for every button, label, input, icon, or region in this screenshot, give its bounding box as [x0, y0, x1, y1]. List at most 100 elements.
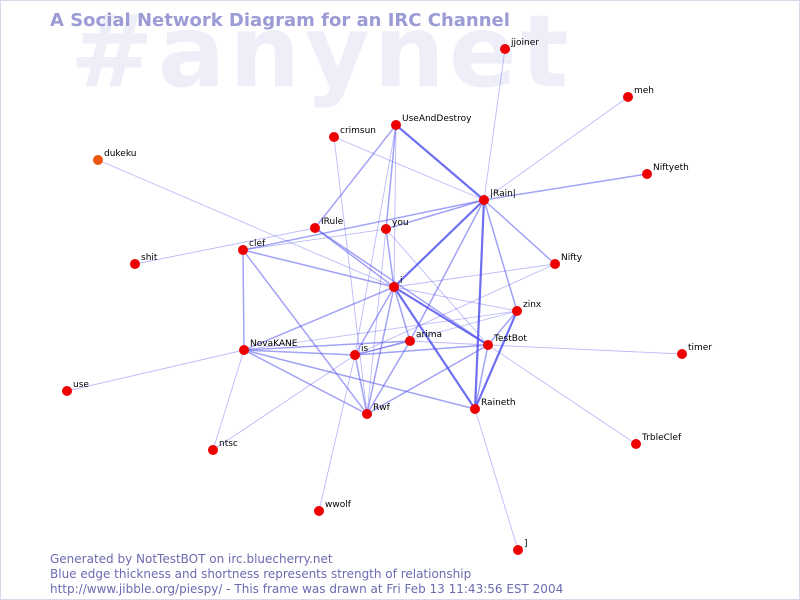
edge-NovaKANE-is [243, 349, 356, 356]
node-wwolf[interactable]: wwolf [314, 500, 352, 516]
edge-Nifty-i [393, 263, 556, 288]
node-IRule[interactable]: IRule [310, 217, 344, 233]
edge-clef-NovaKANE [242, 249, 245, 351]
edge-IRule-TestBot [314, 227, 489, 346]
edge-i-NovaKANE [243, 286, 395, 351]
node-Niftyeth[interactable]: Niftyeth [642, 163, 689, 179]
node-timer[interactable]: timer [677, 343, 712, 359]
edge-zinx-TestBot [487, 310, 518, 346]
edge-i-arima [393, 286, 411, 342]
edge-Rain-clef [242, 199, 485, 251]
node-dot [62, 386, 72, 396]
edge-TestBot-Raineth [474, 344, 489, 410]
node-jjoiner[interactable]: jjoiner [500, 38, 539, 54]
node-label: wwolf [325, 500, 352, 510]
node-dot [350, 350, 360, 360]
node-dot [130, 259, 140, 269]
node-Rwf[interactable]: Rwf [362, 403, 391, 419]
node-arima[interactable]: arima [405, 330, 442, 346]
node-label: Niftyeth [653, 163, 689, 173]
node-UseAndDestroy[interactable]: UseAndDestroy [391, 114, 472, 130]
edge-UseAndDestroy-is [354, 124, 397, 356]
node-clef[interactable]: clef [238, 239, 266, 255]
channel-watermark: #anynet [70, 0, 573, 110]
node-dukeku[interactable]: dukeku [93, 149, 136, 165]
edge-arima-Rwf [366, 340, 411, 415]
footer-legend-note: Blue edge thickness and shortness repres… [50, 567, 472, 581]
node-label: TestBot [493, 334, 527, 344]
node-dot [550, 259, 560, 269]
node-label: dukeku [104, 149, 136, 159]
node-Nifty[interactable]: Nifty [550, 253, 583, 269]
edge-crimsun-Rain [333, 136, 485, 201]
edge-you-i [385, 228, 395, 288]
edge-TestBot-Rwf [366, 344, 489, 415]
node-bracket[interactable]: ] [513, 539, 528, 555]
edge-meh-Rain [483, 96, 629, 201]
node-dot [479, 195, 489, 205]
node-dot [381, 224, 391, 234]
node-dot [483, 340, 493, 350]
node-zinx[interactable]: zinx [512, 300, 542, 316]
node-dot [500, 44, 510, 54]
node-is[interactable]: is [350, 344, 369, 360]
node-label: TrbleClef [641, 433, 682, 443]
edge-jjoiner-Rain [483, 48, 506, 201]
node-label: arima [416, 330, 442, 340]
edge-Rain-zinx [483, 199, 518, 312]
node-dot [238, 245, 248, 255]
edge-UseAndDestroy-Rain [395, 124, 485, 201]
edge-zinx-Raineth [473, 310, 519, 410]
edge-Rain-i [393, 199, 485, 288]
node-you[interactable]: you [381, 218, 409, 234]
edge-Rain-Nifty [483, 199, 556, 265]
edge-Niftyeth-Rain [483, 173, 648, 201]
node-dot [389, 282, 399, 292]
node-dot [362, 409, 372, 419]
node-Raineth[interactable]: Raineth [470, 398, 516, 414]
edge-Rain-arima [409, 199, 485, 342]
node-Rain[interactable]: |Rain| [479, 189, 516, 205]
node-TestBot[interactable]: TestBot [483, 334, 527, 350]
node-dot [405, 336, 415, 346]
node-shit[interactable]: shit [130, 253, 158, 269]
edge-Nifty-is [354, 263, 556, 356]
node-i[interactable]: i [389, 276, 403, 292]
node-label: use [73, 380, 89, 390]
node-dot [623, 92, 633, 102]
edge-dukeku-i [97, 159, 395, 288]
edge-Rain-you [385, 199, 485, 230]
edge-NovaKANE-ntsc [212, 349, 245, 451]
node-label: Nifty [561, 253, 583, 263]
edge-arima-is [354, 340, 411, 356]
edge-arima-TestBot [409, 340, 489, 346]
edge-i-Rwf [366, 286, 395, 415]
edge-is-Rwf [354, 354, 368, 415]
node-dot [512, 306, 522, 316]
node-label: you [392, 218, 409, 228]
edge-Raineth-bracket [474, 408, 519, 551]
node-label: NovaKANE [250, 339, 298, 349]
node-label: Raineth [481, 398, 516, 408]
edge-UseAndDestroy-you [385, 124, 397, 230]
node-TrbleClef[interactable]: TrbleClef [631, 433, 682, 449]
node-label: i [400, 276, 403, 286]
edge-is-ntsc [212, 354, 356, 451]
node-meh[interactable]: meh [623, 86, 654, 102]
node-crimsun[interactable]: crimsun [329, 126, 376, 142]
node-label: shit [141, 253, 158, 263]
edge-arima-NovaKANE [243, 340, 411, 351]
footer-generated-by: Generated by NotTestBOT on irc.bluecherr… [50, 552, 333, 566]
node-label: jjoiner [510, 38, 539, 48]
edge-you-Rwf [366, 228, 387, 415]
node-ntsc[interactable]: ntsc [208, 439, 238, 455]
node-use[interactable]: use [62, 380, 89, 396]
node-label: ] [524, 539, 528, 549]
node-dot [631, 439, 641, 449]
edge-clef-you [242, 228, 387, 251]
node-NovaKANE[interactable]: NovaKANE [239, 339, 298, 355]
edge-i-Raineth [393, 286, 476, 410]
node-dot [314, 506, 324, 516]
edge-clef-i [242, 249, 395, 288]
